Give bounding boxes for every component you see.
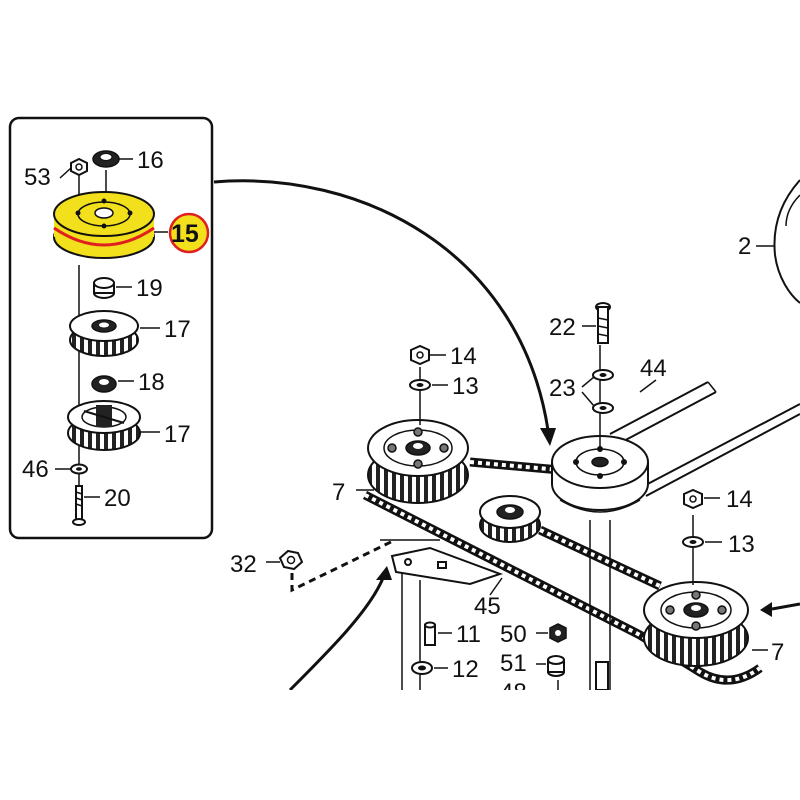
part-46-washer: [70, 463, 88, 475]
main-drive-pulley: [551, 435, 649, 513]
part-11-pin: [424, 621, 436, 646]
part-32-nut: [278, 549, 304, 571]
label-7-left: 7: [332, 479, 345, 506]
label-7-right: 7: [771, 639, 784, 666]
part-14-nut-right: [683, 488, 703, 510]
label-15-highlighted: 15: [171, 220, 199, 248]
part-51-spacer: [547, 655, 565, 677]
part-13-washer-left: [409, 379, 431, 391]
idler-pulley: [479, 495, 541, 543]
label-20: 20: [104, 485, 131, 512]
part-17-upper-sprocket: [69, 310, 139, 357]
part-12-washer: [411, 661, 433, 675]
label-53: 53: [24, 164, 51, 191]
detail-inset-frame: [8, 116, 214, 540]
part-19-spacer: [93, 277, 115, 299]
part-13-washer-right: [682, 536, 704, 548]
label-23: 23: [549, 375, 576, 402]
label-11: 11: [456, 621, 481, 648]
part-17-lower-sprocket: [67, 400, 141, 451]
part-15-pulley-highlighted: [53, 191, 155, 259]
part-16-bearing: [92, 150, 120, 168]
part-45-toothed-belt: [362, 457, 763, 685]
curved-arrow-to-pulley: [213, 179, 550, 431]
curved-arrow-to-bracket: [288, 577, 385, 692]
label-50: 50: [500, 621, 527, 648]
label-16: 16: [137, 147, 164, 174]
label-19: 19: [136, 275, 163, 302]
shaft-part: [595, 661, 609, 691]
part-7-right-pulley: [643, 581, 749, 667]
label-2: 2: [738, 233, 751, 260]
label-51: 51: [500, 650, 527, 677]
label-18: 18: [138, 369, 165, 396]
label-14-right: 14: [726, 486, 753, 513]
dashed-routing-line: [290, 538, 396, 593]
part-44-belt: [609, 381, 800, 497]
part-50-nut: [549, 623, 567, 643]
bottom-whitespace: [0, 690, 800, 800]
arrow-to-right-pulley: [771, 602, 800, 611]
label-13-left: 13: [452, 373, 479, 400]
part-18-bearing: [91, 375, 117, 393]
label-22: 22: [549, 314, 576, 341]
part-7-left-pulley: [367, 419, 469, 504]
part-23-washers: [592, 369, 614, 414]
label-45: 45: [474, 593, 501, 620]
label-44: 44: [640, 355, 667, 382]
label-17-lower: 17: [164, 421, 191, 448]
part-14-nut-left: [410, 344, 430, 366]
highlighted-callout-circle: [168, 212, 210, 254]
label-14-left: 14: [450, 343, 477, 370]
part-20-bolt: [72, 485, 86, 526]
label-17-upper: 17: [164, 316, 191, 343]
label-46: 46: [22, 456, 49, 483]
label-12: 12: [452, 656, 479, 683]
bracket: [390, 546, 504, 586]
label-32: 32: [230, 551, 257, 578]
part-2-housing: [773, 179, 800, 304]
label-13-right: 13: [728, 531, 755, 558]
part-22-bolt: [595, 302, 611, 344]
part-53-nut: [70, 157, 88, 198]
